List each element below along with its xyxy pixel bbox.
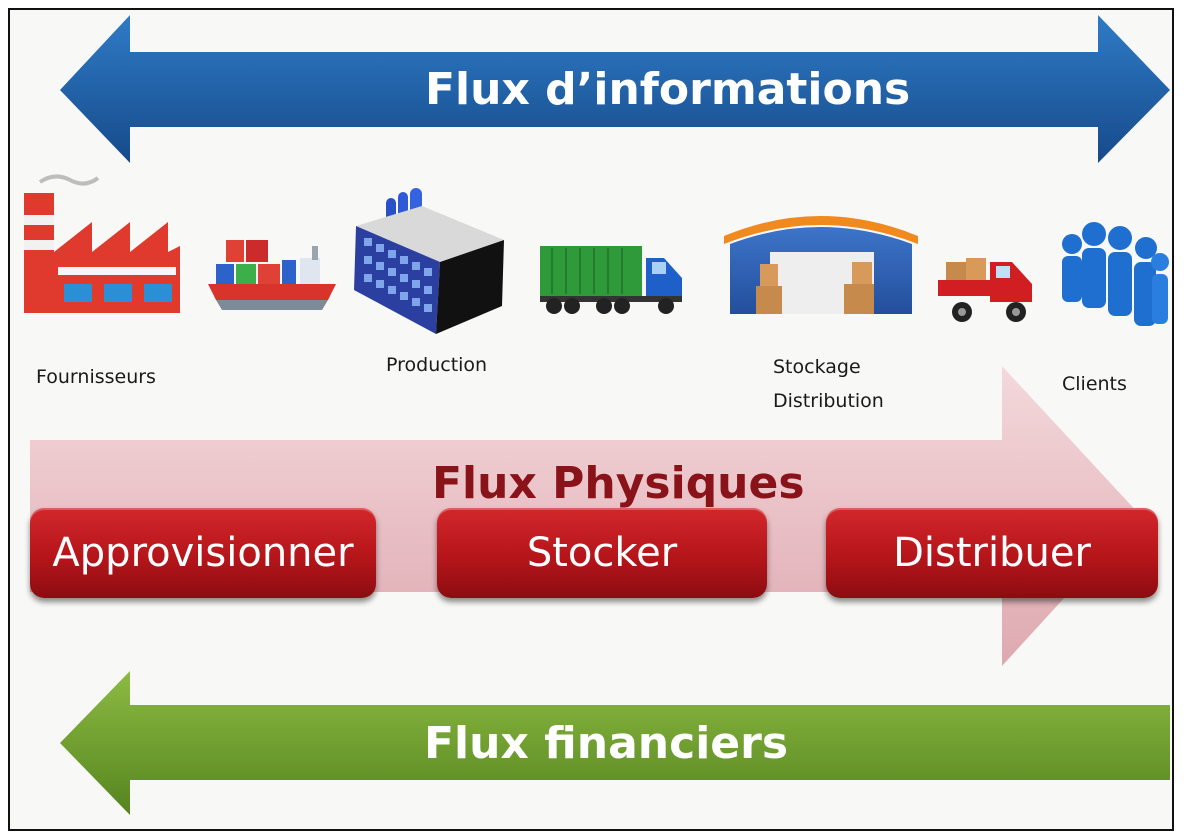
information-flow-label: Flux d’informations [425, 64, 911, 115]
diagram-frame [8, 8, 1174, 831]
production-plant-icon [354, 188, 504, 334]
physical-flow-label: Flux Physiques [432, 458, 805, 509]
label-storage-distribution: Stockage Distribution [773, 350, 884, 418]
stocker-button[interactable]: Stocker [437, 508, 767, 598]
financial-flow-label: Flux financiers [424, 718, 789, 769]
information-flow-arrow [60, 15, 1170, 163]
label-production: Production [386, 354, 488, 376]
label-suppliers: Fournisseurs [36, 366, 156, 388]
delivery-truck-icon [938, 258, 1032, 322]
container-truck-icon [540, 246, 682, 314]
customers-icon [1062, 222, 1169, 326]
cargo-ship-icon [208, 240, 336, 310]
label-clients: Clients [1062, 373, 1127, 395]
factory-icon [24, 174, 180, 313]
label-distribution: Distribution [773, 390, 884, 412]
financial-flow-arrow [60, 671, 1170, 815]
distribuer-button[interactable]: Distribuer [826, 508, 1158, 598]
label-storage: Stockage [773, 356, 861, 378]
approvisionner-button[interactable]: Approvisionner [30, 508, 376, 598]
warehouse-icon [724, 216, 918, 314]
